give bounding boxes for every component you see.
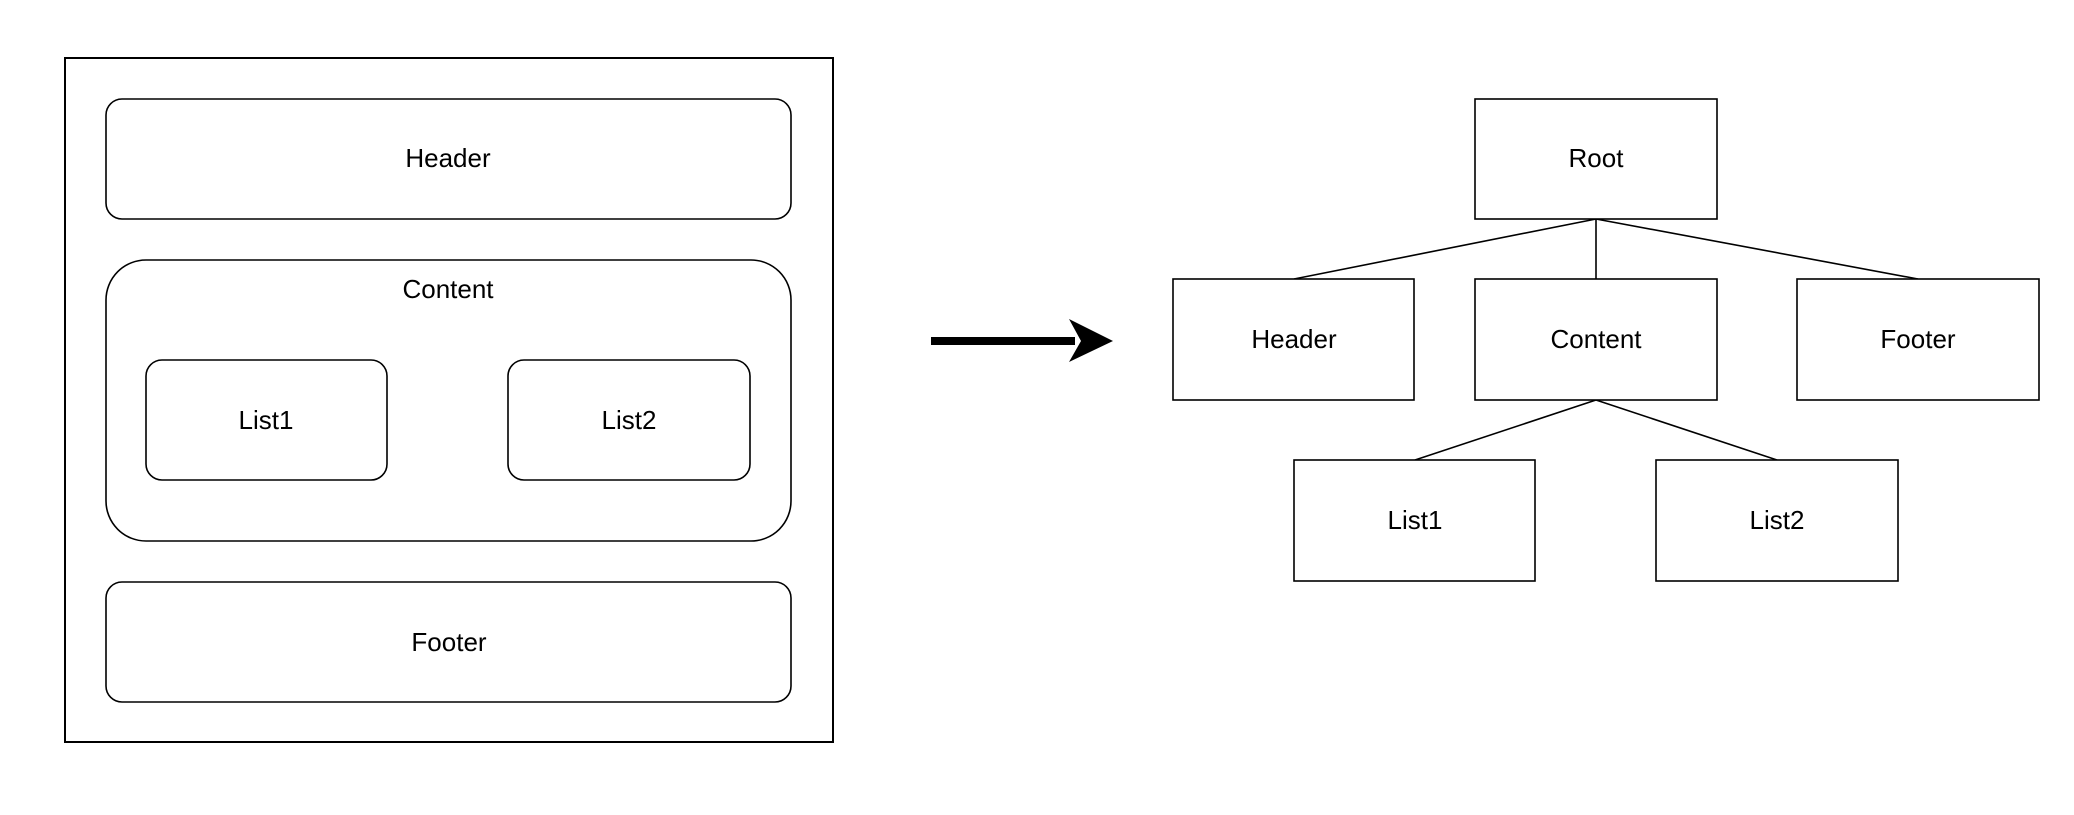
edge-root-header [1293,218,1597,280]
layout-footer-label: Footer [411,627,486,657]
layout-list1-label: List1 [239,405,294,435]
layout-footer-box [105,581,792,703]
tree-node-list2 [1655,459,1899,582]
arrow-head [1069,319,1113,362]
tree-node-list2-label: List2 [1750,505,1805,535]
transform-arrow [931,319,1113,362]
layout-header-box [105,98,792,220]
tree-node-root-label: Root [1569,143,1625,173]
edge-content-list2 [1595,399,1778,461]
layout-list1-box [145,359,388,481]
tree-node-footer-label: Footer [1880,324,1955,354]
layout-header-label: Header [405,143,491,173]
layout-list2-box [507,359,751,481]
tree-node-header-label: Header [1251,324,1337,354]
tree-node-content [1474,278,1718,401]
tree-node-root [1474,98,1718,220]
tree-node-list1-label: List1 [1388,505,1443,535]
edge-root-footer [1595,218,1919,280]
tree-view: Root Header Content Footer List1 List2 [1172,98,2040,582]
layout-content-label: Content [402,274,494,304]
layout-list2-label: List2 [602,405,657,435]
tree-node-header [1172,278,1415,401]
layout-view: Header Content List1 List2 Footer [64,57,834,743]
tree-node-footer [1796,278,2040,401]
tree-node-content-label: Content [1550,324,1642,354]
tree-node-list1 [1293,459,1536,582]
edge-content-list1 [1414,399,1597,461]
